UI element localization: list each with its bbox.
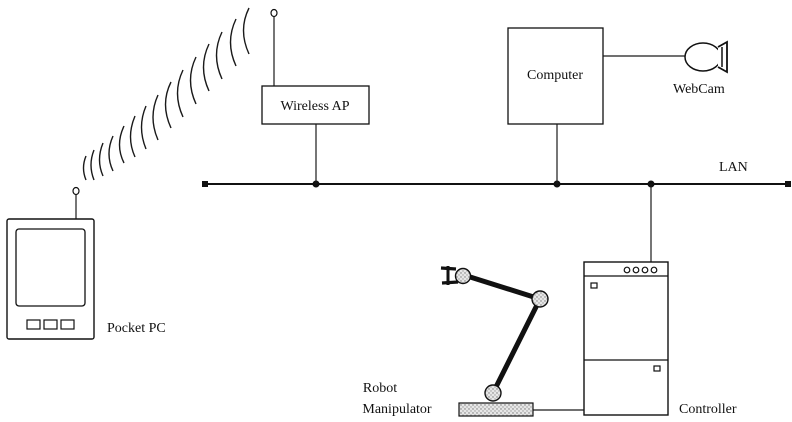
pocket-pc-screen [15, 228, 86, 307]
robot-label-line2: Manipulator [362, 402, 432, 417]
controller-indicator [650, 266, 658, 274]
robot-wrist-joint [454, 267, 472, 285]
robot-upper-arm [466, 273, 541, 302]
computer-label: Computer [527, 68, 583, 83]
robot-joint [484, 384, 502, 402]
pocket-pc-button [26, 319, 41, 330]
pocket-pc-button [43, 319, 58, 330]
webcam-icon [684, 42, 722, 72]
pocket-pc-label: Pocket PC [107, 321, 166, 336]
pocket-pc: Pocket PC [6, 186, 166, 340]
lan-bus [202, 180, 791, 188]
wireless-signal-waves [82, 7, 250, 181]
controller-indicator [623, 266, 631, 274]
controller-label: Controller [679, 402, 737, 417]
webcam: WebCam [673, 40, 728, 97]
controller-indicator [632, 266, 640, 274]
controller-indicator [641, 266, 649, 274]
computer-box [507, 27, 604, 125]
pocket-pc-button [60, 319, 75, 330]
wireless-ap-label: Wireless AP [280, 99, 349, 114]
ap-antenna-tip [270, 8, 278, 18]
webcam-label: WebCam [673, 82, 725, 97]
computer: Computer [507, 27, 685, 184]
robot-manipulator: Robot Manipulator [362, 266, 584, 417]
wireless-ap: Wireless AP [261, 8, 370, 184]
robot-lower-arm [490, 297, 543, 395]
pocket-pc-antenna-tip [72, 186, 80, 196]
robot-joint [531, 290, 549, 308]
robot-base [458, 402, 534, 417]
controller: Controller [583, 184, 737, 417]
robot-label-line1: Robot [363, 381, 397, 396]
controller-cabinet [583, 261, 669, 416]
lan-label: LAN [719, 160, 748, 175]
